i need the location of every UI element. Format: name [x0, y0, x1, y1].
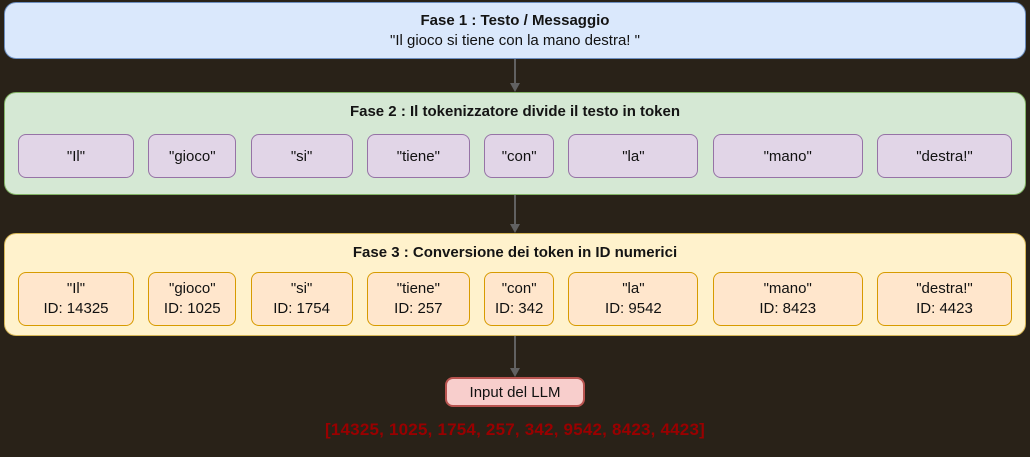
arrow-down-icon — [0, 336, 1030, 377]
token-id-box: "si" ID: 1754 — [250, 272, 353, 326]
token-id-box: "con" ID: 342 — [484, 272, 555, 326]
token-id: ID: 257 — [394, 300, 443, 317]
arrow-head — [510, 368, 520, 377]
llm-input-row: Input del LLM — [0, 377, 1030, 407]
token-text: "gioco" — [169, 280, 216, 297]
token-box: "con" — [484, 134, 555, 178]
arrow-down-icon — [0, 59, 1030, 92]
token-text: "la" — [622, 280, 645, 297]
token-id-box: "tiene" ID: 257 — [366, 272, 470, 326]
llm-input-box: Input del LLM — [445, 377, 585, 407]
token-text: "Il" — [66, 280, 86, 297]
token-id-box: "mano" ID: 8423 — [712, 272, 863, 326]
token-box: "mano" — [712, 134, 863, 178]
arrow-head — [510, 224, 520, 233]
phase3-box: Fase 3 : Conversione dei token in ID num… — [4, 233, 1026, 336]
token-id-box: "la" ID: 9542 — [568, 272, 699, 326]
token-id-box: "destra!" ID: 4423 — [876, 272, 1012, 326]
token-id-box: "gioco" ID: 1025 — [148, 272, 237, 326]
arrow-head — [510, 83, 520, 92]
phase2-box: Fase 2 : Il tokenizzatore divide il test… — [4, 92, 1026, 195]
token-box: "tiene" — [366, 134, 470, 178]
phase2-title: Fase 2 : Il tokenizzatore divide il test… — [349, 103, 681, 120]
token-text: "tiene" — [396, 280, 440, 297]
phase1-title: Fase 1 : Testo / Messaggio — [420, 11, 610, 29]
phase3-title: Fase 3 : Conversione dei token in ID num… — [352, 244, 678, 261]
phase1-message: "Il gioco si tiene con la mano destra! " — [390, 31, 640, 49]
token-text: "destra!" — [916, 280, 973, 297]
token-id: ID: 14325 — [43, 300, 109, 317]
token-id: ID: 8423 — [759, 300, 817, 317]
token-box: "la" — [568, 134, 699, 178]
token-text: "mano" — [763, 280, 812, 297]
token-text: "si" — [290, 280, 313, 297]
arrow-shaft — [514, 59, 516, 83]
arrow-shaft — [514, 336, 516, 368]
token-box: "destra!" — [876, 134, 1012, 178]
arrow-down-icon — [0, 195, 1030, 233]
token-box: "Il" — [18, 134, 134, 178]
token-ids-array-text: [14325, 1025, 1754, 257, 342, 9542, 8423… — [325, 420, 705, 439]
token-id: ID: 4423 — [916, 300, 973, 317]
token-box: "gioco" — [148, 134, 237, 178]
token-text: "con" — [501, 280, 537, 297]
phase1-box: Fase 1 : Testo / Messaggio "Il gioco si … — [4, 2, 1026, 59]
token-id: ID: 9542 — [605, 300, 662, 317]
token-id: ID: 1754 — [273, 300, 330, 317]
phase3-token-row: "Il" ID: 14325 "gioco" ID: 1025 "si" ID:… — [5, 272, 1025, 326]
token-box: "si" — [250, 134, 353, 178]
token-id: ID: 1025 — [163, 300, 221, 317]
token-id: ID: 342 — [494, 300, 544, 317]
arrow-shaft — [514, 195, 516, 224]
token-id-box: "Il" ID: 14325 — [18, 272, 134, 326]
phase2-token-row: "Il" "gioco" "si" "tiene" "con" "la" "ma… — [5, 134, 1025, 178]
